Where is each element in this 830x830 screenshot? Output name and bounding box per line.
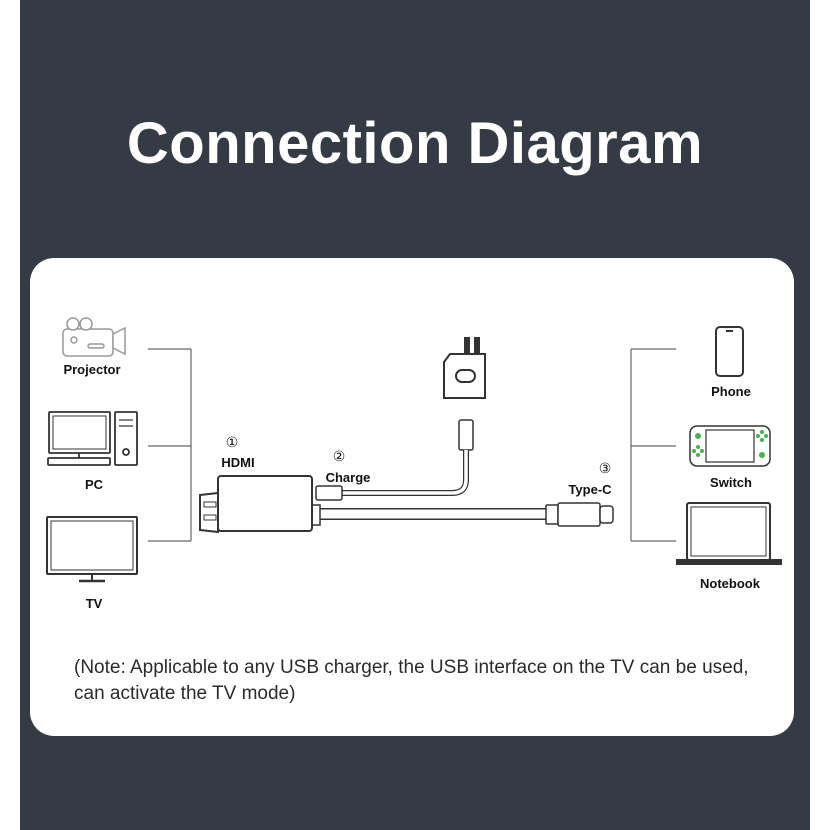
diagram-card [30,258,794,736]
notebook-label: Notebook [700,576,761,591]
pc-icon [47,411,138,466]
projector-icon [62,317,126,357]
left-connector-lines [148,348,192,542]
pc-label: PC [85,477,104,492]
page-title: Connection Diagram [126,111,704,176]
typec-number: ③ [599,461,612,477]
hdmi-number: ① [226,435,239,451]
main-cable [309,504,556,526]
tv-icon [46,516,138,583]
right-connector-lines [630,348,676,542]
phone-label: Phone [711,384,751,399]
hdmi-connector [199,475,313,534]
tv-label: TV [86,596,103,611]
notebook-icon [676,502,782,565]
typec-connector [545,502,614,527]
switch-icon [689,425,771,467]
switch-label: Switch [710,475,752,490]
wall-charger-icon [443,337,486,399]
charge-label: Charge [326,470,371,485]
charge-number: ② [333,449,346,465]
charge-cable [315,419,474,501]
note-text: (Note: Applicable to any USB charger, th… [74,657,749,704]
typec-label: Type-C [568,482,612,497]
phone-icon [715,326,744,377]
projector-label: Projector [63,362,120,377]
hdmi-label: HDMI [221,455,254,470]
